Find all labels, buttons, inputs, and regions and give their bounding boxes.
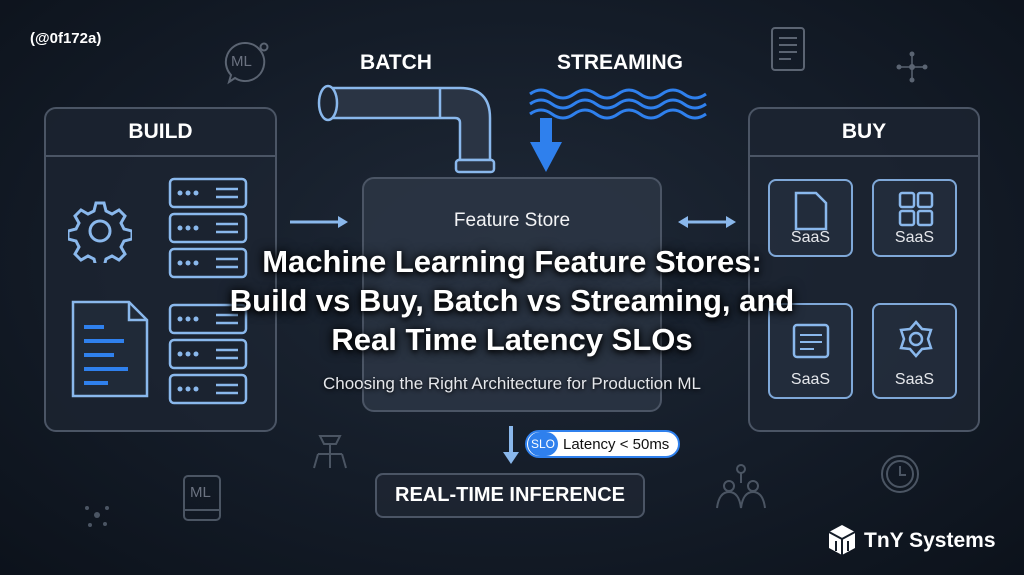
saas-label: SaaS xyxy=(790,371,831,388)
brand-name: TnY Systems xyxy=(864,529,996,552)
ml-chat-label: ML xyxy=(231,53,252,70)
gear-icon xyxy=(68,201,132,263)
tny-logo-icon xyxy=(828,525,856,555)
code-document-icon xyxy=(71,300,149,398)
subtitle: Choosing the Right Architecture for Prod… xyxy=(323,374,701,393)
real-time-inference-box: REAL-TIME INFERENCE xyxy=(375,473,645,518)
feature-store-panel: Feature Store xyxy=(362,177,662,412)
buy-panel: BUY SaaS SaaS SaaS SaaS xyxy=(748,107,980,432)
ml-chat-icon xyxy=(224,41,269,85)
server-stack-icon xyxy=(168,303,248,405)
network-icon xyxy=(896,51,928,83)
saas-card: SaaS xyxy=(768,179,853,257)
color-tag: (@0f172a) xyxy=(30,30,102,47)
settings-flower-icon xyxy=(899,320,933,358)
batch-pipe-icon xyxy=(317,84,496,174)
grid-apps-icon xyxy=(898,191,934,227)
headline-line-1: Machine Learning Feature Stores: xyxy=(262,244,762,279)
feature-store-title: Feature Store xyxy=(453,210,571,231)
saas-label: SaaS xyxy=(894,229,935,246)
headline-line-2: Build vs Buy, Batch vs Streaming, and xyxy=(229,283,795,318)
headline: Machine Learning Feature Stores: Build v… xyxy=(0,242,1024,359)
arrow-down-icon xyxy=(503,426,519,464)
ml-box-label: ML xyxy=(190,484,211,501)
build-panel: BUILD xyxy=(44,107,277,432)
streaming-label: STREAMING xyxy=(557,51,683,74)
headline-line-3: Real Time Latency SLOs xyxy=(331,322,693,357)
arrow-right-icon xyxy=(290,216,348,228)
saas-label: SaaS xyxy=(790,229,831,246)
batch-label: BATCH xyxy=(360,51,432,74)
slo-pill: SLO Latency < 50ms xyxy=(525,430,680,458)
slo-text: Latency < 50ms xyxy=(563,435,670,453)
ml-box-icon xyxy=(183,475,221,521)
buy-title: BUY xyxy=(750,109,978,157)
slo-badge: SLO xyxy=(528,432,558,456)
tree-diagram-icon xyxy=(313,435,347,469)
saas-card: SaaS xyxy=(768,303,853,399)
streaming-waves-icon xyxy=(529,88,707,172)
build-title: BUILD xyxy=(46,109,275,157)
server-stack-icon xyxy=(168,177,248,279)
document-icon xyxy=(771,27,805,71)
team-icon xyxy=(716,464,766,509)
file-icon xyxy=(794,191,828,231)
saas-card: SaaS xyxy=(872,303,957,399)
clock-icon xyxy=(881,455,919,493)
saas-label: SaaS xyxy=(894,371,935,388)
arrow-both-icon xyxy=(678,216,736,228)
document-lines-icon xyxy=(792,323,830,359)
saas-card: SaaS xyxy=(872,179,957,257)
scatter-dots-icon xyxy=(85,506,109,527)
